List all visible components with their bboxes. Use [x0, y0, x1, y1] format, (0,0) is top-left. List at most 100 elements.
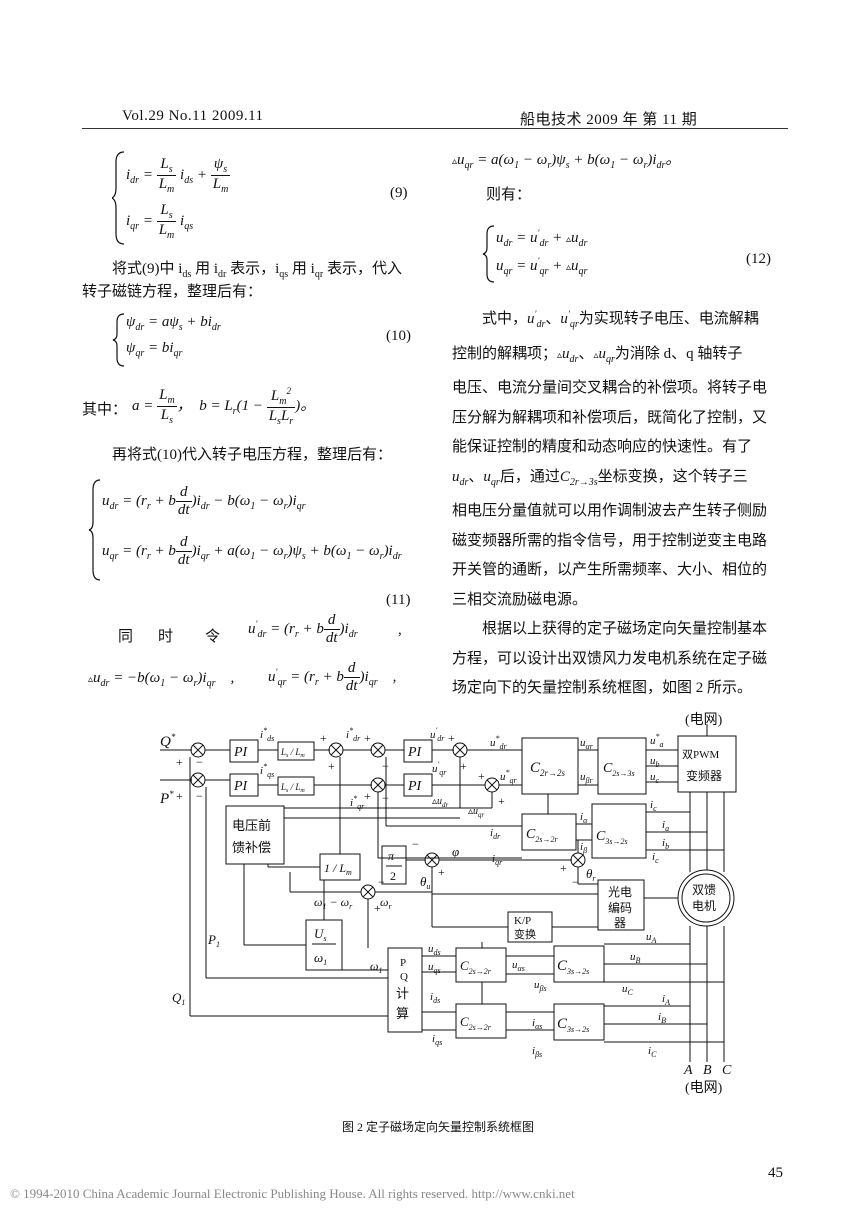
word-shi: 时: [158, 629, 174, 645]
svg-text:编码: 编码: [608, 900, 632, 915]
svg-text:iαs: iαs: [532, 1017, 542, 1031]
svg-text:+: +: [328, 759, 335, 773]
svg-text:+: +: [374, 901, 381, 915]
svg-text:u'dr: u'dr: [430, 726, 445, 743]
svg-text:ic: ic: [652, 851, 659, 865]
equation-12-number: (12): [746, 251, 771, 267]
page-number: 45: [768, 1165, 783, 1181]
svg-text:uβr: uβr: [580, 771, 593, 785]
svg-text:idr: idr: [490, 827, 501, 841]
svg-text:+: +: [438, 865, 445, 879]
svg-text:计: 计: [396, 986, 409, 1001]
svg-text:2: 2: [390, 869, 396, 883]
svg-text:P: P: [400, 957, 406, 969]
dfig-motor: [677, 869, 735, 927]
p-ref-label: P*: [159, 789, 174, 807]
q-ref-label: Q*: [160, 732, 176, 750]
c2s-2r-rotor-block: [521, 813, 577, 851]
svg-text:▵udr: ▵udr: [432, 796, 449, 809]
svg-text:变换: 变换: [514, 927, 536, 941]
svg-text:C3s→2s: C3s→2s: [557, 1016, 589, 1034]
svg-text:φ: φ: [452, 844, 459, 859]
c2r-2s-block: [521, 737, 579, 795]
svg-text:uds: uds: [428, 943, 441, 957]
svg-text:PI: PI: [233, 779, 249, 794]
svg-text:+: +: [498, 794, 505, 808]
c3s-2s-rotor-block: [591, 803, 647, 859]
c2s-2r-stator-current-block: [455, 1003, 507, 1039]
word-tong: 同: [118, 629, 134, 645]
svg-text:C3s→2s: C3s→2s: [557, 958, 589, 976]
svg-text:ib: ib: [662, 837, 669, 851]
svg-text:+: +: [176, 789, 183, 803]
voltage-feedforward-compensation: [225, 805, 285, 865]
equation-delta-udr: ▵udr = −b(ω1 − ωr)iqr ,: [88, 670, 235, 689]
svg-text:光电: 光电: [608, 885, 632, 899]
svg-text:C2s→2r: C2s→2r: [526, 827, 558, 844]
svg-text:i*qs: i*qs: [260, 762, 274, 779]
svg-text:馈补偿: 馈补偿: [232, 840, 271, 855]
svg-text:ub: ub: [650, 755, 660, 769]
svg-text:u*dr: u*dr: [490, 734, 508, 751]
equation-9-number: (9): [390, 185, 408, 201]
svg-text:1 / Lm: 1 / Lm: [324, 861, 352, 877]
svg-text:−: −: [572, 875, 579, 889]
equation-10-number: (10): [386, 328, 411, 344]
svg-text:iβ: iβ: [580, 841, 587, 855]
svg-text:i*dr: i*dr: [346, 726, 361, 743]
where-label: 其中：: [82, 402, 128, 418]
svg-text:+: +: [460, 759, 467, 773]
paragraph-decoupling: 式中，u'dr、u'qr为实现转子电压、电流解耦 控制的解耦项；▵udr、▵uq…: [452, 309, 768, 696]
svg-text:ω1 − ωr: ω1 − ωr: [314, 895, 353, 911]
grid-label-top: (电网): [685, 712, 723, 728]
svg-text:iβs: iβs: [532, 1045, 542, 1059]
svg-text:θr: θr: [586, 866, 596, 883]
then-label: 则有：: [486, 187, 532, 203]
photoelectric-encoder: [597, 879, 645, 931]
svg-text:ω1: ω1: [370, 959, 382, 975]
svg-text:−: −: [378, 875, 385, 889]
svg-text:C2s→2r: C2s→2r: [460, 1014, 492, 1032]
svg-text:Q1: Q1: [172, 990, 185, 1007]
paragraph-substitute: 将式(9)中 ids 用 idr 表示，iqs 用 iqr 表示，代入: [112, 261, 402, 280]
svg-text:θu: θu: [420, 874, 430, 891]
svg-text:双PWM: 双PWM: [682, 748, 719, 761]
svg-text:−: −: [196, 789, 203, 803]
vector-control-block-diagram: (电网) Q* P* + − + − PI PI i*ds i*qs Ls / …: [150, 708, 750, 1098]
grid-label-bottom: (电网): [685, 1080, 723, 1096]
phase-b-label: B: [703, 1063, 712, 1078]
pq-calculation-block: [387, 947, 423, 1033]
svg-text:+: +: [478, 769, 485, 783]
sum-junction-p: [190, 772, 206, 788]
svg-text:P1: P1: [207, 932, 220, 949]
comma-1: ,: [398, 622, 402, 638]
equation-delta-uqr: ▵uqr = a(ω1 − ωr)ψs + b(ω1 − ωr)idr。: [452, 152, 681, 171]
ls-lm-block-1: [277, 741, 315, 761]
svg-text:uB: uB: [630, 951, 641, 965]
pi-block-d-current: [403, 739, 433, 763]
svg-text:iα: iα: [580, 811, 588, 825]
svg-text:uqs: uqs: [428, 961, 441, 975]
svg-text:uc: uc: [650, 771, 660, 785]
phase-c-label: C: [722, 1063, 732, 1078]
dual-pwm-inverter: [677, 735, 737, 793]
svg-text:u*qr: u*qr: [500, 768, 518, 785]
svg-text:iC: iC: [648, 1045, 657, 1059]
svg-text:uαr: uαr: [580, 737, 594, 751]
header-rule: [82, 128, 788, 129]
svg-text:+: +: [320, 731, 327, 745]
ls-lm-block-2: [277, 776, 315, 796]
journal-volume-header: Vol.29 No.11 2009.11: [122, 108, 264, 124]
svg-text:uβs: uβs: [534, 979, 547, 993]
pi-block-q: [229, 739, 259, 763]
svg-text:u*a: u*a: [650, 732, 664, 749]
svg-text:−: −: [412, 837, 419, 851]
svg-text:电压前: 电压前: [232, 818, 271, 833]
svg-text:−: −: [196, 755, 203, 769]
paragraph-rotor-voltage: 再将式(10)代入转子电压方程，整理后有：: [112, 447, 392, 463]
svg-text:PI: PI: [407, 745, 423, 760]
svg-text:ia: ia: [662, 819, 669, 833]
svg-text:C2s→2r: C2s→2r: [460, 958, 492, 976]
